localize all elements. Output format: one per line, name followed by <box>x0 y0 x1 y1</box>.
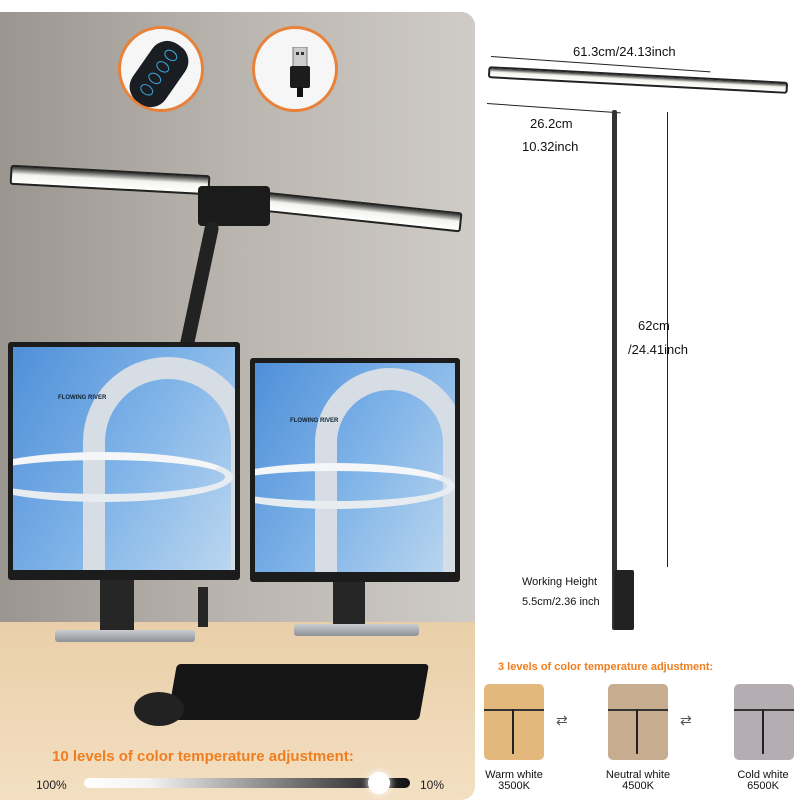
monitor-right: FLOWING RIVER <box>250 358 460 582</box>
diagram-lamp-bar <box>487 66 789 94</box>
arm-width-in: 10.32inch <box>522 139 579 154</box>
neutral-name: Neutral white <box>605 769 671 781</box>
thumb-cold <box>734 684 794 760</box>
color-temp-title: 3 levels of color temperature adjustment… <box>498 661 714 673</box>
cold-name: Cold white <box>737 769 789 781</box>
screen-text: FLOWING RIVER <box>290 418 339 424</box>
product-photo-panel: FLOWING RIVER FLOWING RIVER 10 levels of… <box>0 12 475 800</box>
swap-arrow-icon: ⇄ <box>556 712 568 728</box>
working-height-value: 5.5cm/2.36 inch <box>522 596 600 608</box>
clamp <box>614 570 634 630</box>
height-in: /24.41inch <box>628 342 688 357</box>
lamp-hub <box>198 186 270 226</box>
neutral-kelvin: 4500K <box>622 780 654 792</box>
cold-kelvin: 6500K <box>747 780 779 792</box>
remote-control-icon <box>122 33 196 115</box>
diagram-pole <box>612 110 617 630</box>
total-width-label: 61.3cm/24.13inch <box>573 44 676 59</box>
monitor-left: FLOWING RIVER <box>8 342 240 580</box>
usb-plug-icon <box>290 47 310 97</box>
warm-name: Warm white <box>485 769 543 781</box>
usb-inset <box>252 26 338 112</box>
working-height-label: Working Height <box>522 576 597 588</box>
thumb-warm <box>484 684 544 760</box>
brightness-knob <box>368 772 390 794</box>
height-dimension-line <box>667 112 668 567</box>
screen-text: FLOWING RIVER <box>58 395 107 401</box>
height-cm: 62cm <box>638 318 670 333</box>
mouse <box>134 692 184 726</box>
arm-width-cm: 26.2cm <box>530 116 573 131</box>
arm-dimension-line <box>486 103 621 114</box>
keyboard <box>167 664 429 720</box>
swap-arrow-icon: ⇄ <box>680 712 692 728</box>
brightness-max-label: 10% <box>420 778 445 792</box>
brightness-min-label: 100% <box>36 778 67 792</box>
brightness-slider-graphic <box>84 778 410 788</box>
brightness-title: 10 levels of color temperature adjustmen… <box>52 748 354 765</box>
remote-inset <box>118 26 204 115</box>
thumb-neutral <box>608 684 668 760</box>
warm-kelvin: 3500K <box>498 780 530 792</box>
